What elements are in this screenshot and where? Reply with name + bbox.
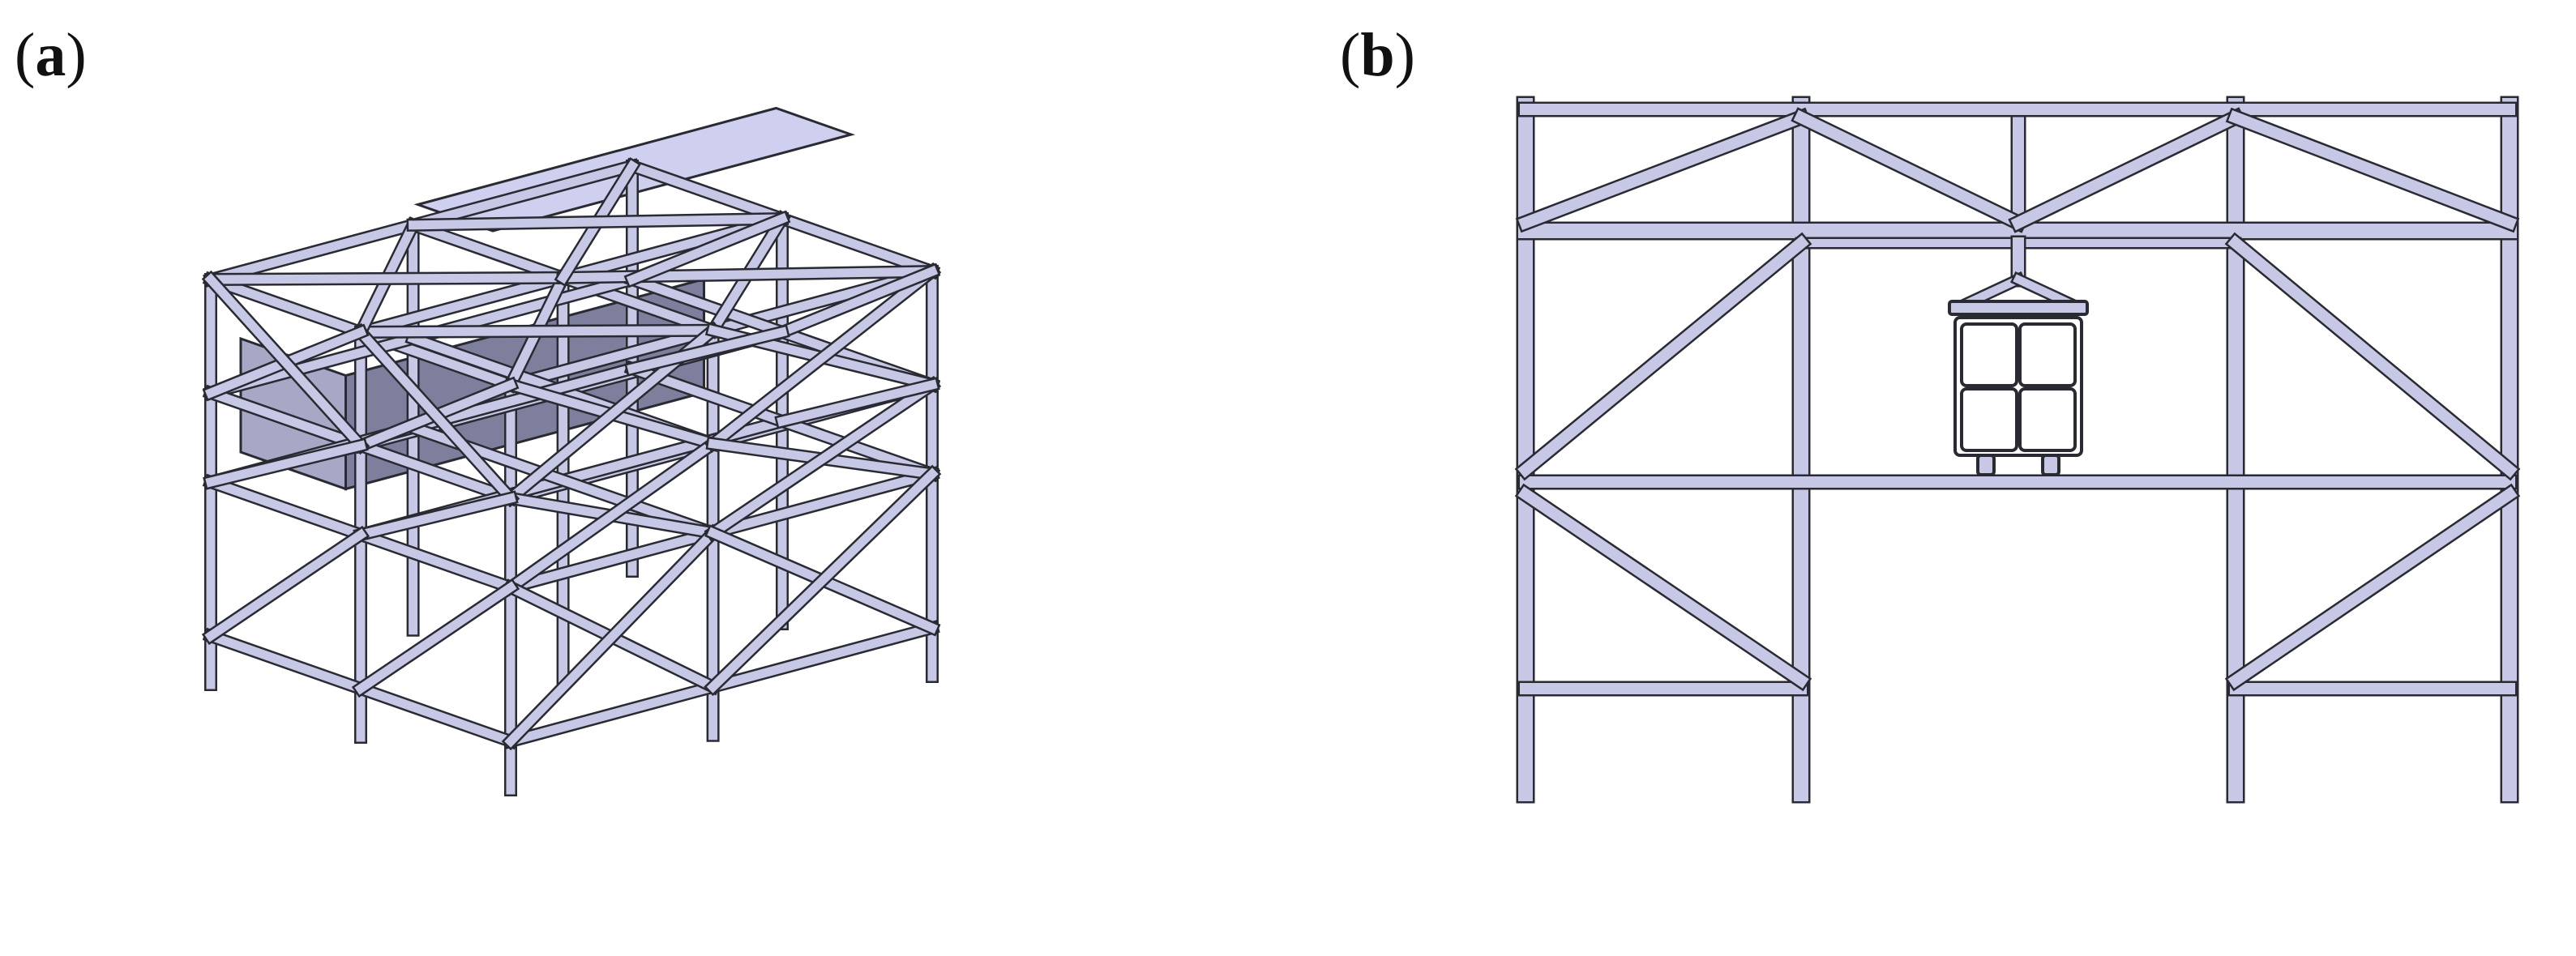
truss-members (201, 156, 942, 796)
isometric-frame-view (201, 106, 942, 796)
face-brace (354, 326, 517, 505)
brace (2227, 109, 2518, 231)
face-brace (504, 437, 720, 594)
face-brace (627, 326, 788, 374)
face-brace (355, 493, 516, 540)
wheel (2041, 454, 2060, 476)
brace (1517, 235, 1809, 478)
brace (2010, 109, 2244, 231)
face-brace (504, 527, 720, 748)
carriage-top-bar (1948, 300, 2089, 316)
front-elevation-view (1514, 96, 2521, 804)
hanging-carriage (1948, 235, 2089, 476)
brace (2227, 486, 2518, 689)
face-brace (204, 528, 367, 642)
frame-members (1514, 96, 2521, 804)
wheel (1976, 454, 1996, 476)
carriage-cell (1960, 387, 2018, 452)
roof-brace (409, 214, 787, 230)
face-brace (706, 265, 939, 450)
roof-brace (356, 326, 718, 337)
carriage-cell (1960, 322, 2018, 387)
panel-label-b: (b) (1340, 21, 1415, 89)
roof-brace (206, 273, 568, 284)
brace (1793, 109, 2026, 231)
brace (1517, 486, 1809, 689)
face-brace (354, 581, 517, 695)
carriage-cell (2018, 322, 2077, 387)
panel-label-a: (a) (15, 21, 87, 89)
face-brace (204, 273, 367, 452)
face-brace (205, 440, 366, 488)
face-brace (706, 378, 939, 540)
face-brace (706, 467, 939, 694)
carriage-cell (2018, 387, 2077, 452)
face-brace (626, 212, 789, 286)
brace (1517, 109, 1809, 231)
roof-brace (558, 267, 937, 283)
brace (2227, 235, 2518, 478)
face-brace (777, 379, 938, 427)
face-brace (776, 265, 939, 339)
